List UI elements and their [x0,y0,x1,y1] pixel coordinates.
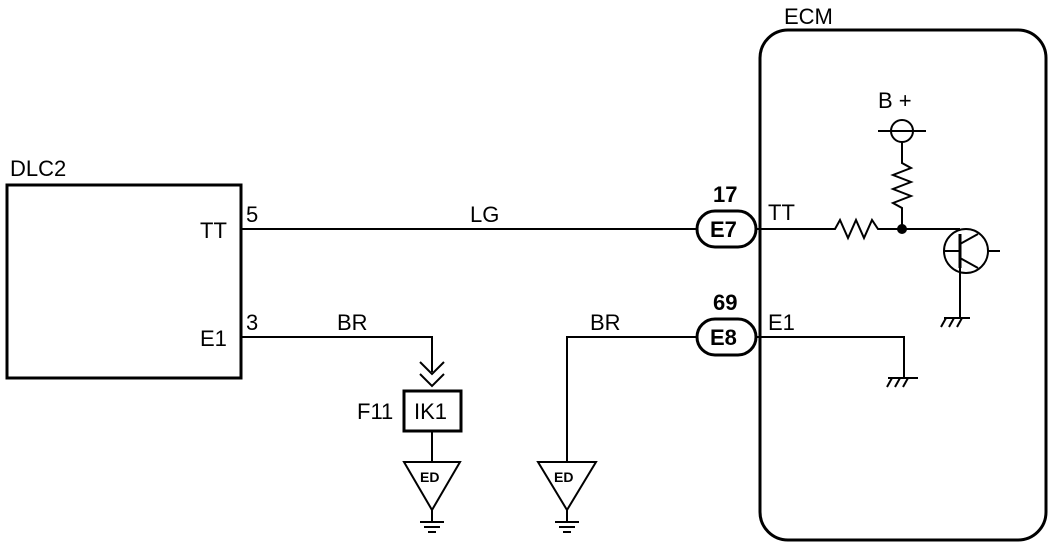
ground-right-label: ED [554,469,573,485]
connector-chevron-icon [419,361,445,376]
ecm-supply-label: B + [878,88,912,113]
tt-wire: LG [241,202,697,230]
ecm-pin-e1-number: 69 [713,290,737,315]
ecm-connector-e7: E7 17 [695,182,758,249]
ground-triangle-icon [536,461,598,512]
junction-connector: IK1 F11 [357,389,463,462]
junction-connector-label: IK1 [414,399,447,424]
ecm-pin-e1-label: E1 [768,310,795,335]
dlc2-connector: DLC2 TT E1 5 3 [5,156,258,380]
dlc2-pin-tt-label: TT [200,218,227,243]
dlc2-label: DLC2 [10,156,66,181]
e1-wire-right: BR [566,310,697,462]
e1-wire-left-color: BR [337,310,368,335]
dlc2-box [5,183,243,380]
ecm-box [758,28,1048,542]
ground-point-right: ED [536,461,598,533]
ecm-pin-tt-number: 17 [713,182,737,207]
dlc2-pin-e1-number: 3 [246,310,258,335]
ecm-unit: ECM TT E1 B + [756,4,1048,542]
ecm-connector-e7-label: E7 [710,217,737,242]
dlc2-pin-e1-label: E1 [200,326,227,351]
ecm-pin-tt-label: TT [768,200,795,225]
transistor-icon [943,228,1000,318]
tt-wire-color: LG [470,202,499,227]
connector-chevron-icon [419,373,445,388]
ecm-connector-e8-label: E8 [710,325,737,350]
ground-left-label: ED [420,469,439,485]
e1-wire-left: BR [241,310,445,388]
e1-wire-right-color: BR [590,310,621,335]
ground-triangle-icon [402,461,462,512]
ecm-label: ECM [784,4,833,29]
ground-point-left: ED [402,461,462,533]
dlc2-pin-tt-number: 5 [246,202,258,227]
junction-location-label: F11 [357,399,393,424]
ecm-connector-e8: E8 69 [695,290,758,357]
